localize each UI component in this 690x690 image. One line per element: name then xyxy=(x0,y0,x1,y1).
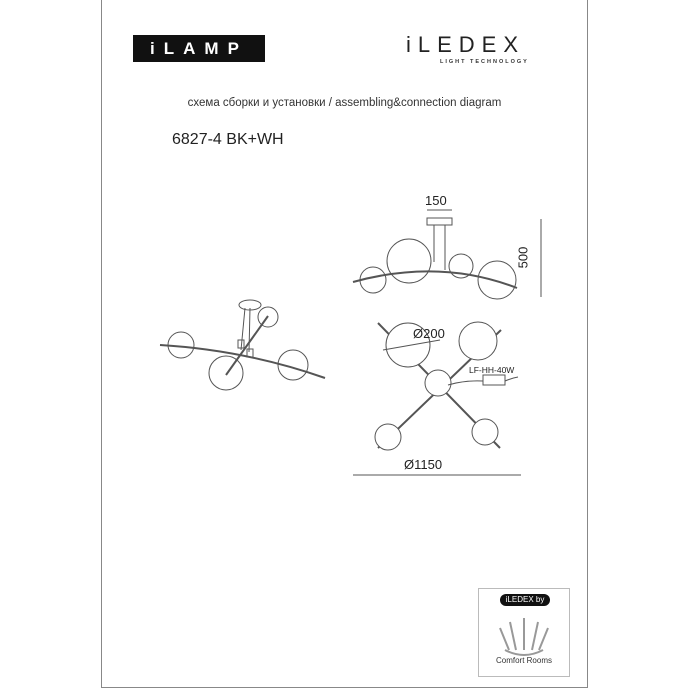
iledex-logo: iLEDEX xyxy=(406,32,526,57)
width-dimension: 150 xyxy=(425,193,447,208)
side-view xyxy=(352,209,542,300)
document-sheet xyxy=(101,0,588,688)
iledex-by-badge: iLEDEX by xyxy=(500,594,550,606)
shade xyxy=(167,331,195,359)
model-number: 6827-4 BK+WH xyxy=(172,131,284,148)
top-view xyxy=(353,321,521,476)
shade xyxy=(277,349,309,381)
perspective-view xyxy=(159,299,326,391)
shade xyxy=(208,355,244,391)
total-diameter: Ø1150 xyxy=(404,457,443,472)
driver-icon xyxy=(482,374,506,386)
shade-diameter: Ø200 xyxy=(413,326,445,341)
diagram-caption: схема сборки и установки / assembling&co… xyxy=(187,97,502,109)
driver-label: LF-HH-40W xyxy=(469,365,515,375)
iledex-tagline: LIGHT TECHNOLOGY xyxy=(440,59,529,65)
brand-box xyxy=(478,588,570,677)
comfort-rooms-label: Comfort Rooms xyxy=(495,656,552,665)
shade xyxy=(257,306,279,328)
ilamp-logo: iLAMP xyxy=(133,35,265,62)
